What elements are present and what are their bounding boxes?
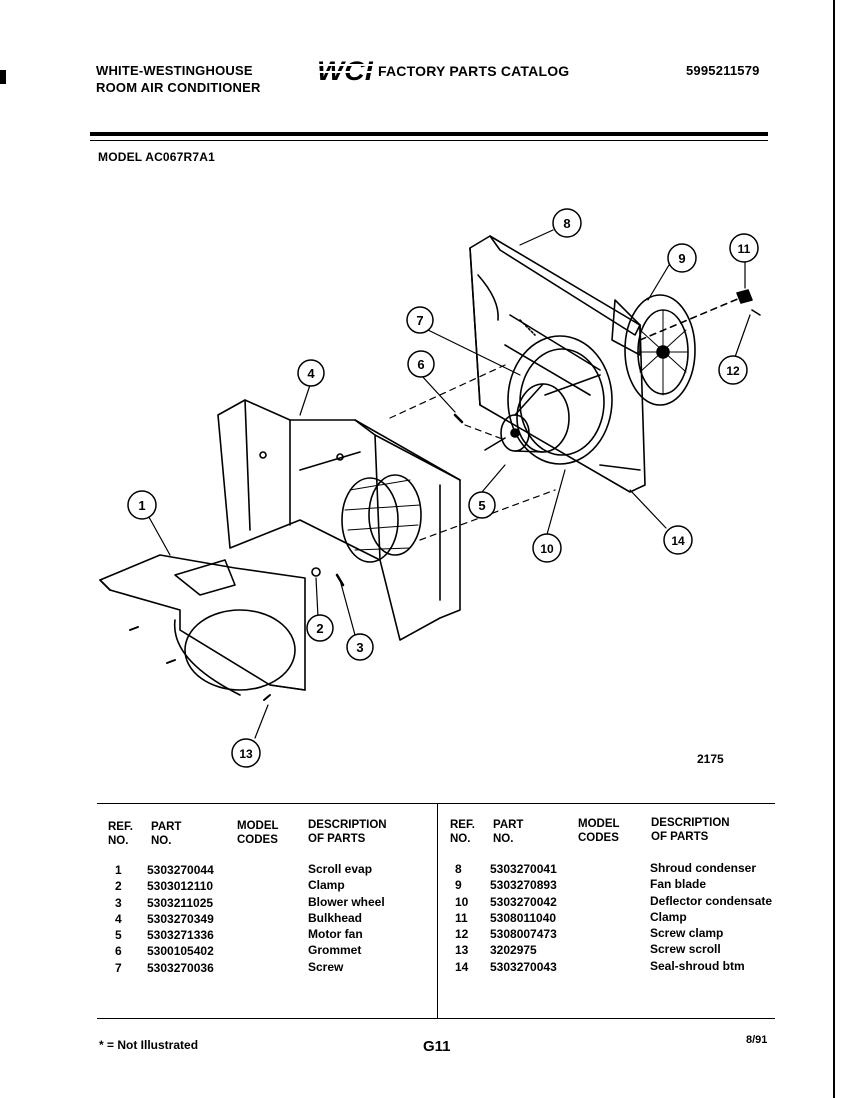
table-cell: 13 <box>455 943 469 958</box>
clamp-and-screw-drawing <box>639 289 761 341</box>
brand-line-2: ROOM AIR CONDITIONER <box>96 80 261 95</box>
fasteners-drawing <box>129 413 464 701</box>
table-rule-top <box>97 803 775 804</box>
table-cell: 3 <box>115 895 122 910</box>
callout-5: 5 <box>478 498 485 513</box>
table-cell: 3202975 <box>490 943 537 958</box>
scroll-evap-drawing <box>99 554 306 696</box>
binding-mark <box>0 70 6 84</box>
left-description-column: Scroll evap Clamp Blower wheel Bulkhead … <box>308 861 385 975</box>
bulkhead-drawing <box>217 399 461 641</box>
callout-7: 7 <box>416 313 423 328</box>
callout-12: 12 <box>726 364 740 378</box>
table-cell: Grommet <box>308 943 362 958</box>
callout-11: 11 <box>738 242 751 256</box>
blower-wheel-drawing <box>341 474 422 563</box>
table-cell: Shroud condenser <box>650 861 757 875</box>
table-cell: 4 <box>115 911 122 926</box>
table-cell: 5308007473 <box>490 927 557 942</box>
table-cell: Screw clamp <box>650 926 724 941</box>
exploded-parts-diagram: 1 2 3 4 5 6 7 8 9 10 11 12 13 14 <box>99 208 761 768</box>
callout-14: 14 <box>671 534 685 548</box>
callout-labels: 1 2 3 4 5 6 7 8 9 10 11 12 13 14 <box>138 216 750 761</box>
header-rule-thin <box>90 140 768 141</box>
table-cell: 5303270043 <box>490 959 557 974</box>
right-ref-column: 8 9 10 11 12 13 14 <box>455 861 468 975</box>
table-cell: 2 <box>115 879 122 894</box>
table-cell: 7 <box>115 960 122 975</box>
table-cell: 5303270041 <box>490 862 557 876</box>
table-cell: Clamp <box>308 878 345 893</box>
callout-3: 3 <box>356 640 363 655</box>
table-cell: Fan blade <box>650 877 707 892</box>
table-cell: 6 <box>115 944 122 959</box>
table-cell: 5303270036 <box>147 960 214 975</box>
diagram-code: 2175 <box>697 752 724 766</box>
fan-motor-drawing <box>484 374 601 453</box>
table-divider <box>437 803 438 1018</box>
callout-4: 4 <box>307 366 315 381</box>
callout-13: 13 <box>239 747 253 761</box>
catalog-number: 5995211579 <box>686 63 760 78</box>
table-cell: Motor fan <box>308 927 363 942</box>
table-cell: Screw <box>308 959 344 974</box>
table-cell: 9 <box>455 878 462 893</box>
table-cell: 5303211025 <box>147 895 214 910</box>
right-description-column: Shroud condenser Fan blade Deflector con… <box>650 860 772 974</box>
header-ref-no-left: REF.NO. <box>108 821 133 847</box>
page-date: 8/91 <box>746 1034 768 1046</box>
left-part-column: 5303270044 5303012110 5303211025 5303270… <box>147 862 214 976</box>
brand-line-1: WHITE-WESTINGHOUSE <box>96 63 253 78</box>
table-cell: 11 <box>455 910 468 925</box>
wci-logo: WCI <box>316 56 374 84</box>
table-cell: 5303270349 <box>147 911 214 926</box>
callout-2: 2 <box>316 621 323 636</box>
callout-1: 1 <box>138 498 145 513</box>
table-cell: Clamp <box>650 909 687 924</box>
table-cell: Deflector condensate <box>650 893 773 908</box>
table-cell: Scroll evap <box>308 862 373 876</box>
fan-blade-drawing <box>624 294 696 406</box>
page-code: G11 <box>423 1038 451 1055</box>
not-illustrated-note: * = Not Illustrated <box>99 1038 199 1052</box>
table-cell: 5300105402 <box>147 944 214 959</box>
callout-6: 6 <box>417 357 424 372</box>
catalog-title: FACTORY PARTS CATALOG <box>378 63 570 79</box>
table-cell: 14 <box>455 959 469 974</box>
header-rule-thick <box>90 132 768 136</box>
callout-leaders <box>144 229 751 739</box>
table-cell: 10 <box>455 894 469 909</box>
callout-8: 8 <box>563 216 570 231</box>
table-cell: 12 <box>455 927 469 942</box>
table-cell: 5303270044 <box>147 863 214 877</box>
table-cell: Screw scroll <box>650 942 721 957</box>
callout-circles <box>127 208 759 768</box>
table-cell: Seal-shroud btm <box>650 958 745 973</box>
callout-9: 9 <box>678 251 685 266</box>
table-cell: 5303012110 <box>147 879 214 894</box>
model-number: MODEL AC067R7A1 <box>98 150 216 164</box>
right-part-column: 5303270041 5303270893 5303270042 5308011… <box>490 861 557 975</box>
table-cell: 5 <box>115 928 122 943</box>
table-cell: 5308011040 <box>490 910 557 925</box>
header-ref-no-right: REF.NO. <box>450 819 475 845</box>
left-ref-column: 1 2 3 4 5 6 7 <box>115 862 122 976</box>
table-rule-bottom <box>97 1018 775 1019</box>
table-cell: 8 <box>455 862 462 876</box>
table-cell: Blower wheel <box>308 894 385 909</box>
table-cell: 5303270042 <box>490 894 557 909</box>
wci-logo-text: WCI <box>317 56 373 84</box>
page-border-right <box>833 0 835 1098</box>
table-cell: 5303271336 <box>147 928 214 943</box>
callout-10: 10 <box>540 542 554 556</box>
table-cell: Bulkhead <box>308 910 363 925</box>
table-cell: 1 <box>115 863 122 877</box>
table-cell: 5303270893 <box>490 878 557 893</box>
